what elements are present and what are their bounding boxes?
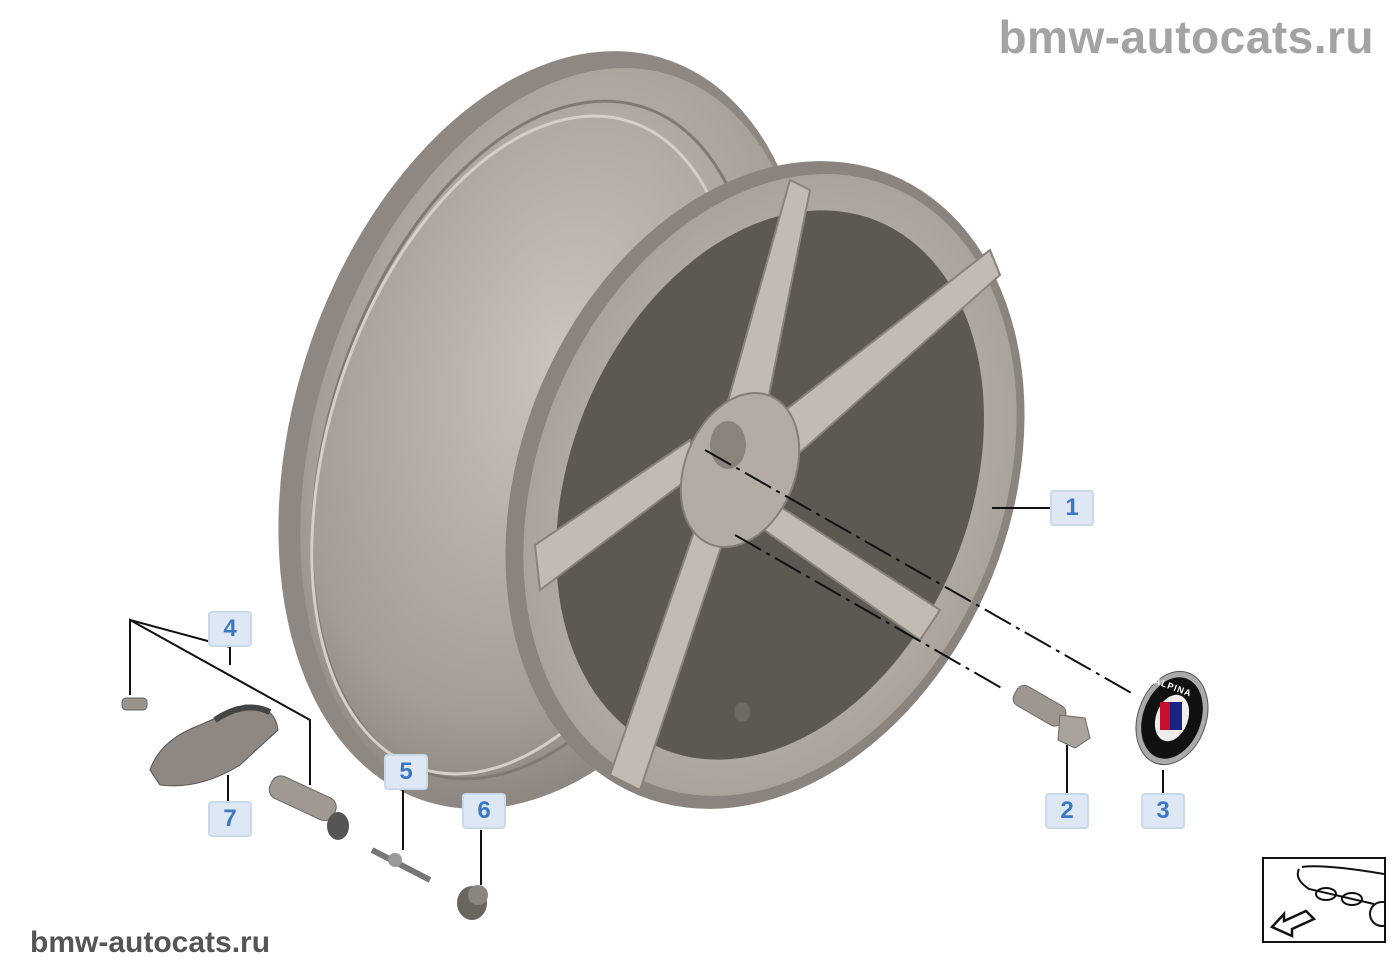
valve-cap	[457, 885, 488, 920]
callout-5[interactable]: 5	[384, 754, 428, 790]
alpina-hub-cap-badge: ALPINA	[1135, 670, 1209, 766]
vehicle-location-nav-button[interactable]	[1262, 857, 1395, 943]
watermark-bottom: bmw-autocats.ru	[30, 926, 271, 959]
callout-4[interactable]: 4	[208, 611, 252, 647]
wheel-bolt	[1012, 684, 1091, 749]
wheel-rim	[278, 51, 1025, 809]
watermark-top: bmw-autocats.ru	[998, 11, 1374, 63]
callout-1-wheel[interactable]: 1	[1050, 490, 1094, 526]
tpms-sensor	[121, 697, 279, 787]
valve-stem	[268, 775, 349, 840]
callout-3-hub-cap[interactable]: 3	[1141, 793, 1185, 829]
leader-lines	[129, 507, 1164, 885]
callout-6[interactable]: 6	[462, 793, 506, 829]
callout-2-wheel-bolt[interactable]: 2	[1045, 793, 1089, 829]
assembly-lines	[704, 449, 1136, 696]
valve-core	[370, 847, 432, 883]
car-front-arrow-icon	[1269, 865, 1395, 938]
callout-7[interactable]: 7	[208, 801, 252, 837]
